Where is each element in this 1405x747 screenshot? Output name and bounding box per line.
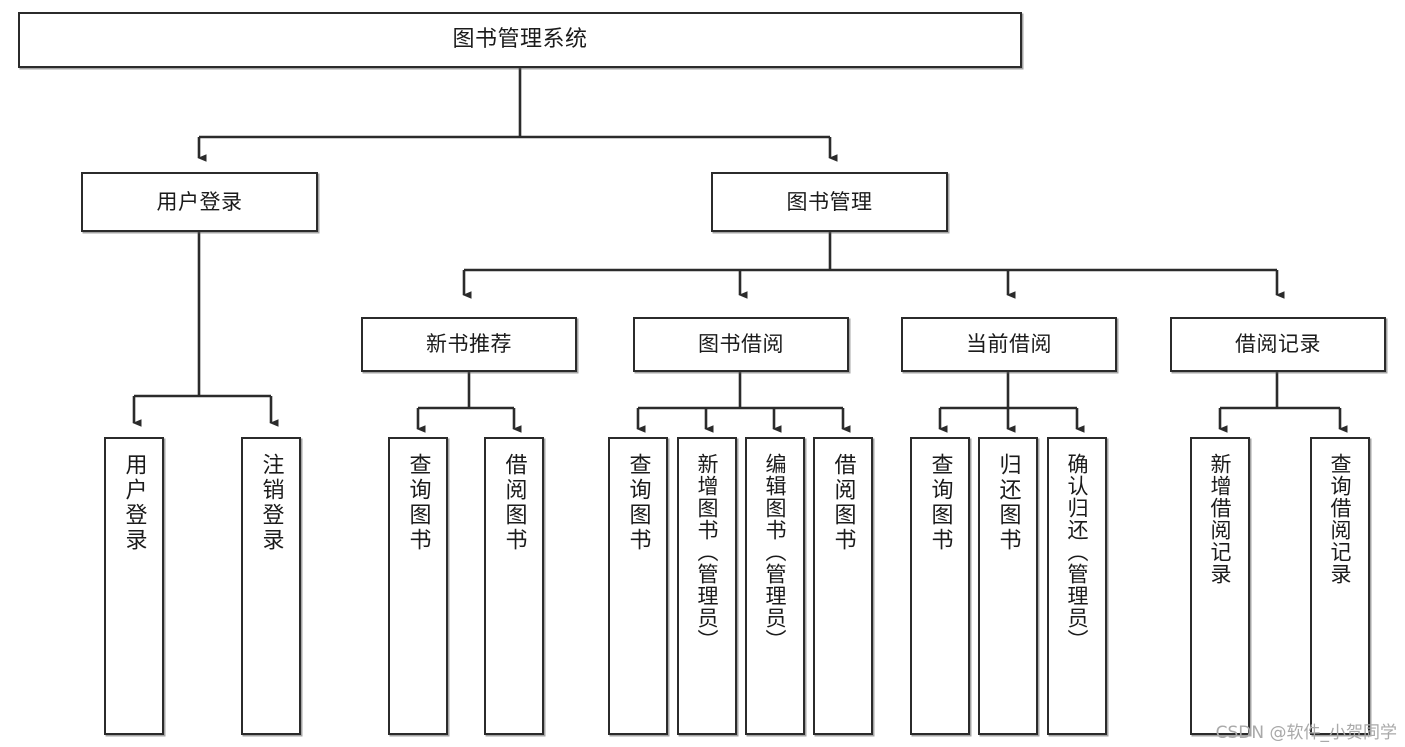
node-leaf-query-record-label: 查询借阅记录 bbox=[1328, 453, 1353, 585]
node-leaf-borrow-book-1[interactable]: 借阅图书 bbox=[484, 437, 544, 735]
node-borrow-record-label: 借阅记录 bbox=[1235, 332, 1321, 357]
node-leaf-edit-book[interactable]: 编辑图书（管理员） bbox=[745, 437, 805, 735]
node-new-book-recommend[interactable]: 新书推荐 bbox=[361, 317, 577, 372]
node-leaf-query-book-3-label: 查询图书 bbox=[927, 453, 953, 553]
node-user-login[interactable]: 用户登录 bbox=[81, 172, 318, 232]
node-leaf-edit-book-label: 编辑图书（管理员） bbox=[763, 453, 788, 651]
node-leaf-query-book-1-label: 查询图书 bbox=[405, 453, 431, 553]
node-leaf-logout[interactable]: 注销登录 bbox=[241, 437, 301, 735]
node-current-borrow[interactable]: 当前借阅 bbox=[901, 317, 1117, 372]
node-leaf-add-book-label: 新增图书（管理员） bbox=[695, 453, 720, 651]
node-leaf-add-record-label: 新增借阅记录 bbox=[1208, 453, 1233, 585]
watermark: CSDN @软件_小贺同学 bbox=[1215, 723, 1397, 743]
node-leaf-add-record[interactable]: 新增借阅记录 bbox=[1190, 437, 1250, 735]
node-root[interactable]: 图书管理系统 bbox=[18, 12, 1022, 68]
node-leaf-borrow-book-2-label: 借阅图书 bbox=[830, 453, 856, 553]
node-leaf-query-book-3[interactable]: 查询图书 bbox=[910, 437, 970, 735]
node-book-borrow[interactable]: 图书借阅 bbox=[633, 317, 849, 372]
node-leaf-add-book[interactable]: 新增图书（管理员） bbox=[677, 437, 737, 735]
node-leaf-query-book-2-label: 查询图书 bbox=[625, 453, 651, 553]
node-book-borrow-label: 图书借阅 bbox=[698, 332, 784, 357]
node-borrow-record[interactable]: 借阅记录 bbox=[1170, 317, 1386, 372]
node-leaf-user-login-label: 用户登录 bbox=[121, 453, 147, 553]
node-leaf-query-book-1[interactable]: 查询图书 bbox=[388, 437, 448, 735]
node-root-label: 图书管理系统 bbox=[452, 27, 588, 53]
node-leaf-confirm-return-label: 确认归还（管理员） bbox=[1065, 453, 1090, 651]
node-leaf-query-book-2[interactable]: 查询图书 bbox=[608, 437, 668, 735]
node-leaf-borrow-book-1-label: 借阅图书 bbox=[501, 453, 527, 553]
node-book-manage[interactable]: 图书管理 bbox=[711, 172, 948, 232]
node-leaf-return-book[interactable]: 归还图书 bbox=[978, 437, 1038, 735]
node-book-manage-label: 图书管理 bbox=[786, 189, 873, 214]
node-leaf-confirm-return[interactable]: 确认归还（管理员） bbox=[1047, 437, 1107, 735]
node-current-borrow-label: 当前借阅 bbox=[966, 332, 1052, 357]
node-user-login-label: 用户登录 bbox=[156, 189, 243, 214]
node-leaf-user-login[interactable]: 用户登录 bbox=[104, 437, 164, 735]
node-new-book-recommend-label: 新书推荐 bbox=[426, 332, 512, 357]
node-leaf-query-record[interactable]: 查询借阅记录 bbox=[1310, 437, 1370, 735]
node-leaf-logout-label: 注销登录 bbox=[258, 453, 284, 553]
node-leaf-borrow-book-2[interactable]: 借阅图书 bbox=[813, 437, 873, 735]
node-leaf-return-book-label: 归还图书 bbox=[995, 453, 1021, 553]
